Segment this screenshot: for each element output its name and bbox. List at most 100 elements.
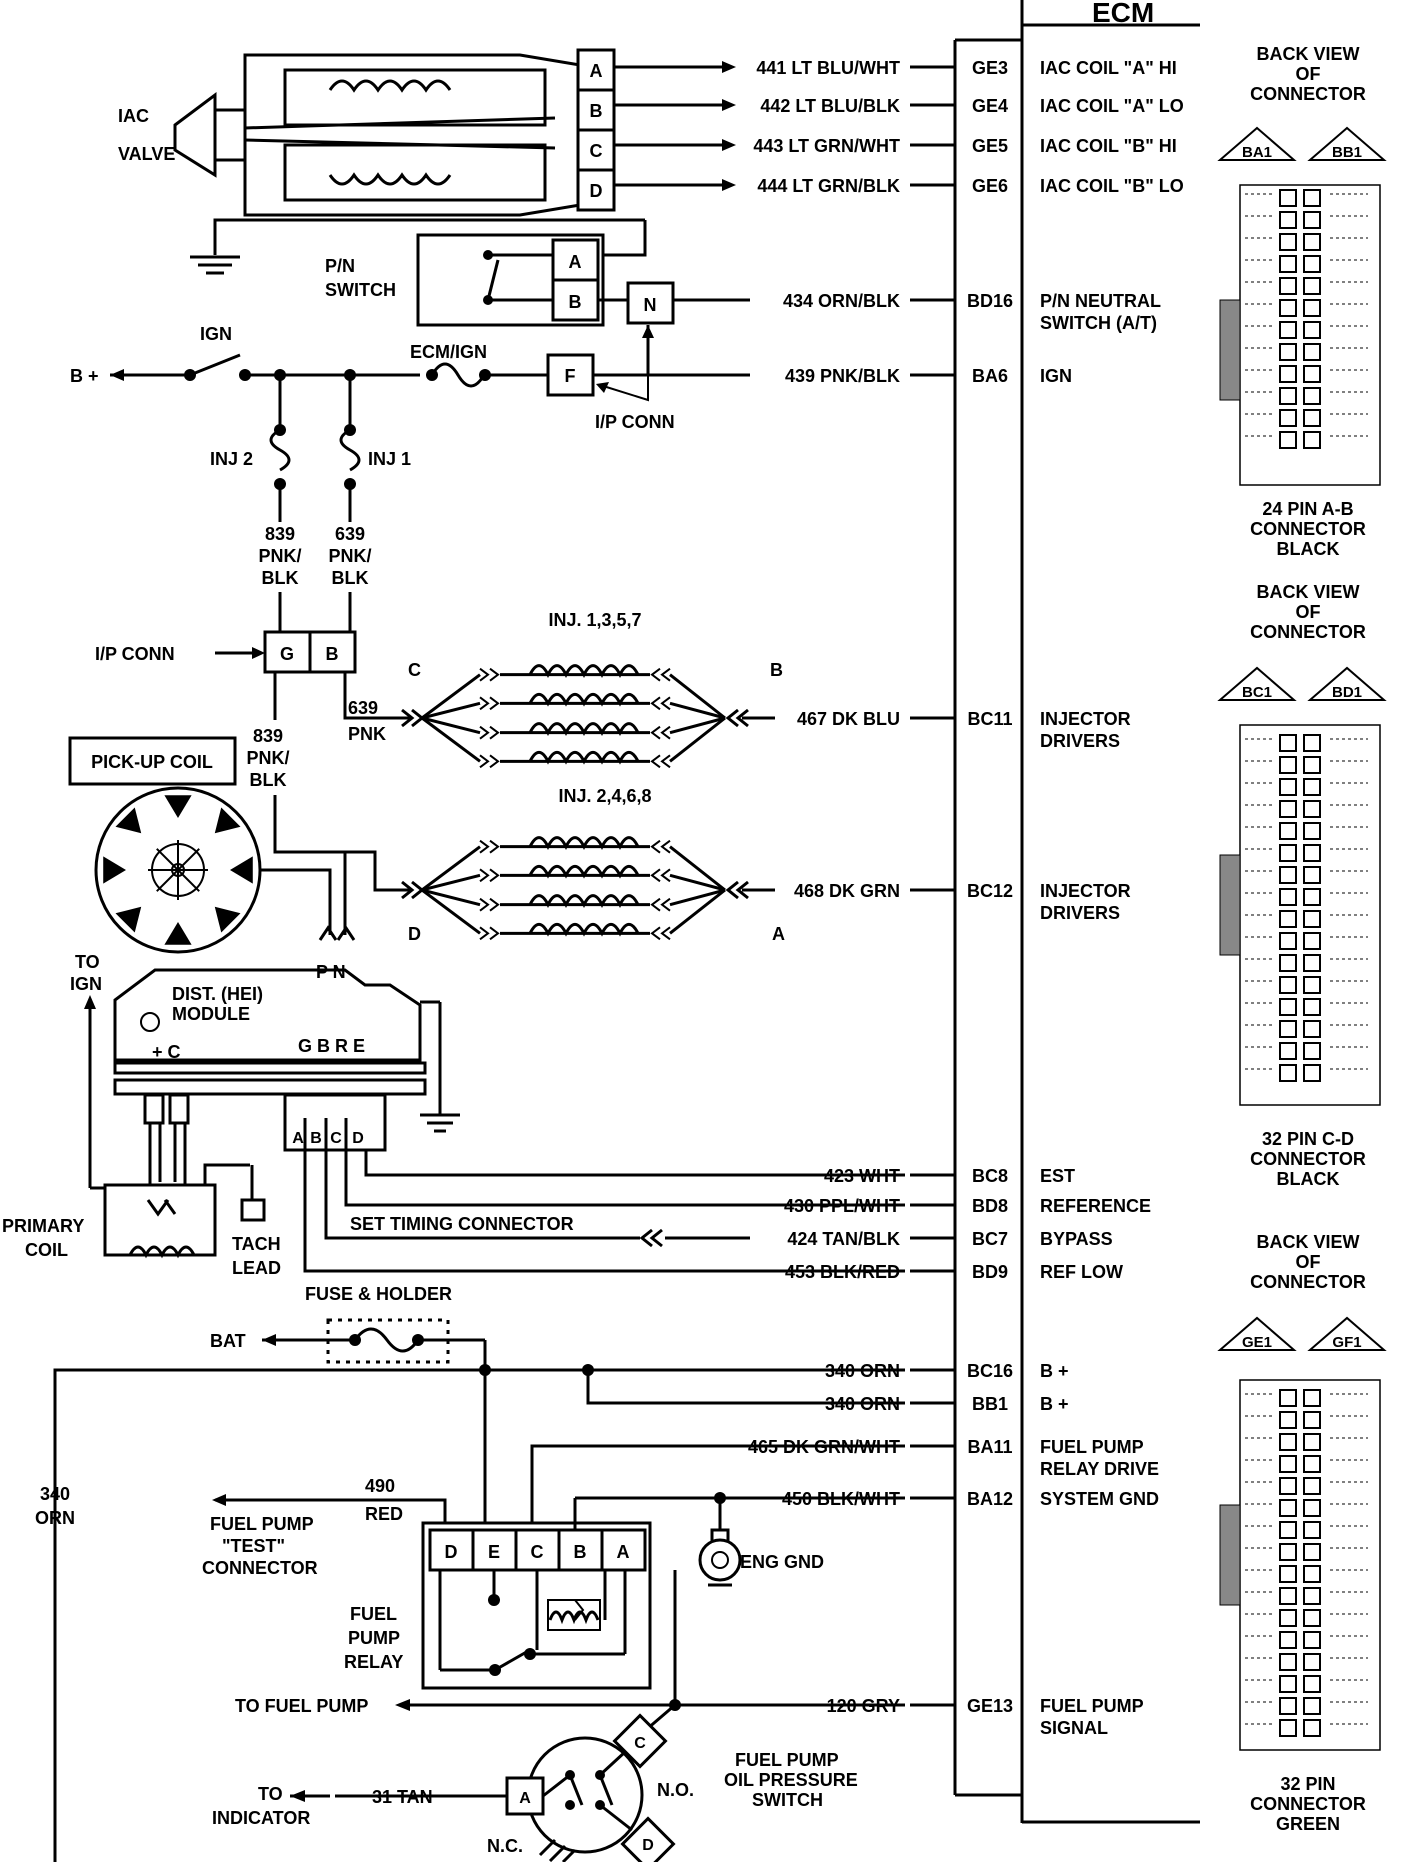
svg-text:TO: TO (75, 952, 100, 972)
svg-text:B: B (574, 1542, 587, 1562)
ecm-pin-function: B + (1040, 1361, 1069, 1381)
ecm-pin-function: SYSTEM GND (1040, 1489, 1159, 1509)
ecm-pin: BA11 (967, 1437, 1012, 1457)
connector-pin-cavity (1303, 431, 1321, 449)
connector-pin-cavity (1279, 277, 1297, 295)
ecm-pin-function: INJECTOR (1040, 881, 1131, 901)
svg-text:D: D (352, 1130, 364, 1147)
svg-text:IAC: IAC (118, 106, 149, 126)
ecm-pin-function: REF LOW (1040, 1262, 1123, 1282)
svg-text:A: A (519, 1790, 531, 1807)
connector-pin-cavity (1279, 1020, 1297, 1038)
connector-pin-cavity (1279, 1042, 1297, 1060)
ecm-pin-function: IAC COIL "A" LO (1040, 96, 1184, 116)
ecm-pin: GE5 (972, 136, 1008, 156)
connector-pin-cavity (1279, 1587, 1297, 1605)
connector-pin-cavity (1303, 409, 1321, 427)
connector-pin-cavity (1303, 888, 1321, 906)
injector-wire (421, 845, 481, 892)
ecm-pin-function: SIGNAL (1040, 1718, 1108, 1738)
wire-label: 439 PNK/BLK (785, 366, 900, 386)
svg-text:DIST. (HEI): DIST. (HEI) (172, 984, 263, 1004)
pickup-pole (115, 807, 142, 834)
iac-valve: IAC VALVE A B C D (118, 48, 616, 217)
ecm-pin-function: DRIVERS (1040, 903, 1120, 923)
svg-text:MODULE: MODULE (172, 1004, 250, 1024)
ecm-pin: GE13 (967, 1696, 1013, 1716)
connector-pin-cavity (1303, 778, 1321, 796)
svg-text:C: C (330, 1130, 342, 1147)
svg-text:INJ. 2,4,6,8: INJ. 2,4,6,8 (558, 786, 651, 806)
connector-pin-cavity (1279, 387, 1297, 405)
svg-text:639: 639 (348, 698, 378, 718)
connector-pin-cavity (1303, 1477, 1321, 1495)
connector-pin-cavity (1279, 888, 1297, 906)
connector-pin-cavity (1303, 1675, 1321, 1693)
connector-pin-cavity (1279, 1521, 1297, 1539)
svg-text:A: A (772, 924, 785, 944)
pickup-pole (214, 906, 241, 933)
svg-text:I/P CONN: I/P CONN (595, 412, 675, 432)
connector-pin-cavity (1279, 1499, 1297, 1517)
connector-pin-cavity (1279, 431, 1297, 449)
injector-coil (528, 922, 640, 937)
svg-text:31 TAN: 31 TAN (372, 1787, 433, 1807)
connector-pin-cavity (1303, 1020, 1321, 1038)
connector-pin-cavity (1279, 1565, 1297, 1583)
connector-pin-cavity (1279, 1609, 1297, 1627)
connector-pin-cavity (1303, 1565, 1321, 1583)
ecm-pin-function: INJECTOR (1040, 709, 1131, 729)
connector-pin-cavity (1303, 932, 1321, 950)
svg-text:VALVE: VALVE (118, 144, 175, 164)
connector-pin-cavity (1303, 343, 1321, 361)
connector-pin-cavity (1303, 1543, 1321, 1561)
connector-header: BACK VIEW (1257, 44, 1360, 64)
injector-bank-1357: INJ. 1,3,5,7 C B (401, 610, 783, 769)
connector-pin-cavity (1303, 365, 1321, 383)
injector-wire (421, 716, 481, 763)
svg-text:D: D (642, 1837, 654, 1854)
connector-pin-cavity (1303, 976, 1321, 994)
svg-text:I/P CONN: I/P CONN (95, 644, 175, 664)
svg-text:G: G (280, 644, 294, 664)
svg-text:GF1: GF1 (1332, 1334, 1361, 1351)
connector-pin-cavity (1279, 954, 1297, 972)
svg-text:N.O.: N.O. (657, 1780, 694, 1800)
pn-switch: P/N SWITCH A B N (325, 233, 675, 327)
connector-pin-cavity (1303, 1521, 1321, 1539)
svg-text:OF: OF (1296, 602, 1321, 622)
connector-pin-cavity (1279, 910, 1297, 928)
connector-green-back-view: BACK VIEW OF CONNECTOR GE1 GF1 32 PIN CO… (1217, 1232, 1387, 1834)
svg-text:ECM/IGN: ECM/IGN (410, 342, 487, 362)
hei-distributor: PICK-UP COIL P N DIST. (HEI) MODULE + C … (2, 736, 905, 1278)
connector-pin-cavity (1279, 734, 1297, 752)
connector-pin-cavity (1279, 233, 1297, 251)
svg-text:490: 490 (365, 1476, 395, 1496)
svg-text:IGN: IGN (70, 974, 102, 994)
svg-text:TACH: TACH (232, 1234, 281, 1254)
connector-pin-cavity (1279, 1719, 1297, 1737)
injector-wire (421, 888, 481, 935)
svg-text:C: C (408, 660, 421, 680)
ecm-pin-function: EST (1040, 1166, 1075, 1186)
injector-coil (528, 894, 640, 909)
pin-label: BB1 (1332, 144, 1362, 161)
ecm-pin-function: IAC COIL "A" HI (1040, 58, 1177, 78)
ecm-pin: GE6 (972, 176, 1008, 196)
svg-text:BLACK: BLACK (1277, 1169, 1340, 1189)
connector-pin-cavity (1303, 211, 1321, 229)
svg-text:SWITCH: SWITCH (752, 1790, 823, 1810)
svg-text:B: B (590, 101, 603, 121)
svg-text:BLK: BLK (332, 568, 369, 588)
ecm-pin-function: SWITCH (A/T) (1040, 313, 1157, 333)
svg-text:PNK/: PNK/ (246, 748, 289, 768)
